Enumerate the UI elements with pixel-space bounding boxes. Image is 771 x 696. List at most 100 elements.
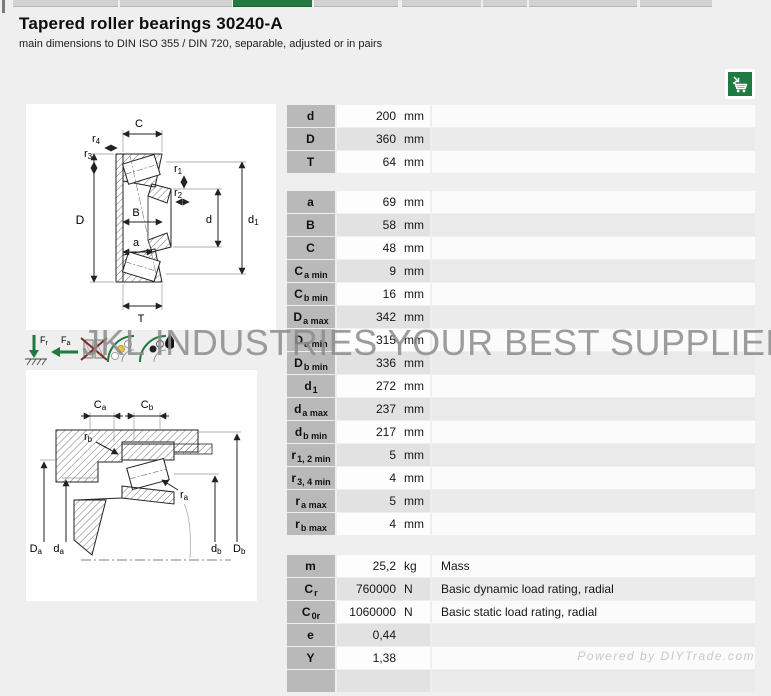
param-description xyxy=(432,329,755,351)
nav-segment[interactable] xyxy=(13,0,118,7)
mounting-dimensions-drawing: Ca Cb rb ra Da da db Db xyxy=(26,370,257,601)
axial-load-label: Fa xyxy=(61,335,71,347)
nav-segment[interactable] xyxy=(640,0,712,7)
dim-label-B: B xyxy=(132,207,139,219)
top-nav xyxy=(0,0,771,7)
param-label: Da min xyxy=(287,329,335,351)
dim-label-r4: r4 xyxy=(92,133,101,146)
param-description xyxy=(432,151,755,173)
dim-label-T: T xyxy=(138,313,145,325)
param-label: T xyxy=(287,151,335,173)
param-description xyxy=(432,375,755,397)
param-label: d xyxy=(287,105,335,127)
param-description xyxy=(432,283,755,305)
cage-bearing-icon xyxy=(107,335,135,363)
nav-segment[interactable] xyxy=(529,0,637,7)
dim-label-r3: r3 xyxy=(84,148,93,161)
dim-label-C: C xyxy=(135,118,143,130)
nav-segment[interactable] xyxy=(402,0,481,7)
param-description xyxy=(432,421,755,443)
param-label xyxy=(287,670,335,692)
param-label: B xyxy=(287,214,335,236)
dim-label-db: db xyxy=(211,543,222,556)
page-subtitle: main dimensions to DIN ISO 355 / DIN 720… xyxy=(19,38,383,50)
param-description xyxy=(432,490,755,512)
param-description xyxy=(432,306,755,328)
param-description xyxy=(432,444,755,466)
nav-segment-active[interactable] xyxy=(233,0,312,7)
param-label: Da max xyxy=(287,306,335,328)
param-label: da max xyxy=(287,398,335,420)
param-label: db min xyxy=(287,421,335,443)
param-value: 1,38 xyxy=(337,647,430,669)
param-description xyxy=(432,467,755,489)
param-label: d1 xyxy=(287,375,335,397)
param-description xyxy=(432,398,755,420)
param-description xyxy=(432,624,755,646)
param-value xyxy=(337,670,430,692)
frame-notch xyxy=(2,0,5,13)
nav-segment[interactable] xyxy=(120,0,232,7)
param-description xyxy=(432,352,755,374)
add-to-cart-button[interactable] xyxy=(725,69,755,99)
dim-label-r1: r1 xyxy=(174,163,183,176)
param-label: Cr xyxy=(287,578,335,600)
param-label: D xyxy=(287,128,335,150)
param-label: ra max xyxy=(287,490,335,512)
param-label: r1, 2 min xyxy=(287,444,335,466)
param-description: Basic dynamic load rating, radial xyxy=(432,578,755,600)
nav-segment[interactable] xyxy=(314,0,398,7)
param-label: Y xyxy=(287,647,335,669)
dim-label-d1: d1 xyxy=(248,214,259,227)
watermark-text: JKL INDUSTRIES YOUR BEST SUPPLIER xyxy=(82,322,771,363)
param-label: C0r xyxy=(287,601,335,623)
dim-label-d: d xyxy=(206,214,212,226)
param-description xyxy=(432,191,755,213)
dim-label-Da: Da xyxy=(30,543,43,556)
axial-load-icon: Fa xyxy=(51,335,78,357)
param-description xyxy=(432,128,755,150)
lubrication-bearing-icon xyxy=(139,333,175,363)
param-description: Basic static load rating, radial xyxy=(432,601,755,623)
dim-label-r2: r2 xyxy=(174,187,183,200)
param-label: Ca min xyxy=(287,260,335,282)
dim-label-ra: ra xyxy=(180,489,189,502)
page-title: Tapered roller bearings 30240-A xyxy=(19,14,283,33)
crossed-bearing-icon xyxy=(80,337,108,361)
powered-by-link[interactable]: Powered by DIYTrade.com xyxy=(577,649,755,663)
feature-icon-row: Fr Fa xyxy=(24,332,175,366)
nav-segment[interactable] xyxy=(483,0,527,7)
param-label: m xyxy=(287,555,335,577)
dim-label-da: da xyxy=(53,543,64,556)
